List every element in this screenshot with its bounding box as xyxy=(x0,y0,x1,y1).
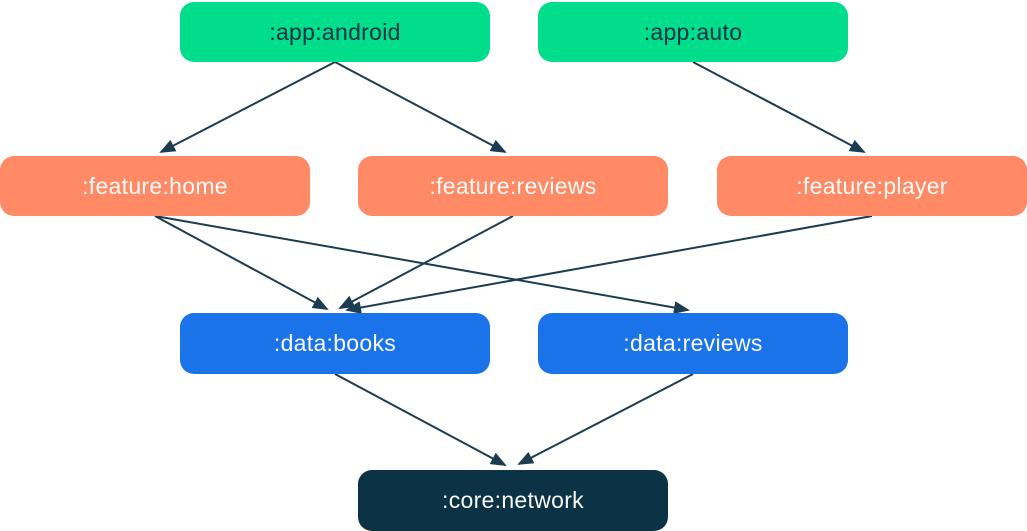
module-node-data-books: :data:books xyxy=(180,313,490,374)
module-node-core-network: :core:network xyxy=(358,470,668,531)
module-node-label: :core:network xyxy=(442,487,584,513)
edge-app-android-to-feature-reviews xyxy=(334,61,507,153)
module-node-feature-home: :feature:home xyxy=(0,156,310,216)
module-node-label: :feature:reviews xyxy=(429,172,597,199)
edge-app-android-to-feature-home xyxy=(159,61,336,153)
module-node-app-android: :app:android xyxy=(180,2,490,62)
edge-feature-player-to-data-books xyxy=(345,215,873,314)
edge-feature-reviews-to-data-books xyxy=(338,215,514,309)
module-node-label: :data:reviews xyxy=(623,330,763,356)
module-node-app-auto: :app:auto xyxy=(538,2,848,62)
edge-app-auto-to-feature-player xyxy=(692,61,866,153)
module-node-label: :data:books xyxy=(273,330,397,356)
edge-feature-home-to-data-reviews xyxy=(154,215,690,314)
module-node-label: :app:android xyxy=(269,18,401,45)
edge-data-reviews-to-core-network xyxy=(517,373,694,465)
module-node-label: :app:auto xyxy=(643,18,743,45)
module-node-label: :feature:home xyxy=(82,172,228,199)
module-node-data-reviews: :data:reviews xyxy=(538,313,848,374)
module-node-feature-player: :feature:player xyxy=(717,156,1027,216)
module-node-label: :feature:player xyxy=(796,172,948,199)
edge-data-books-to-core-network xyxy=(334,373,507,466)
module-node-feature-reviews: :feature:reviews xyxy=(358,156,668,216)
edge-feature-home-to-data-books xyxy=(154,215,329,310)
